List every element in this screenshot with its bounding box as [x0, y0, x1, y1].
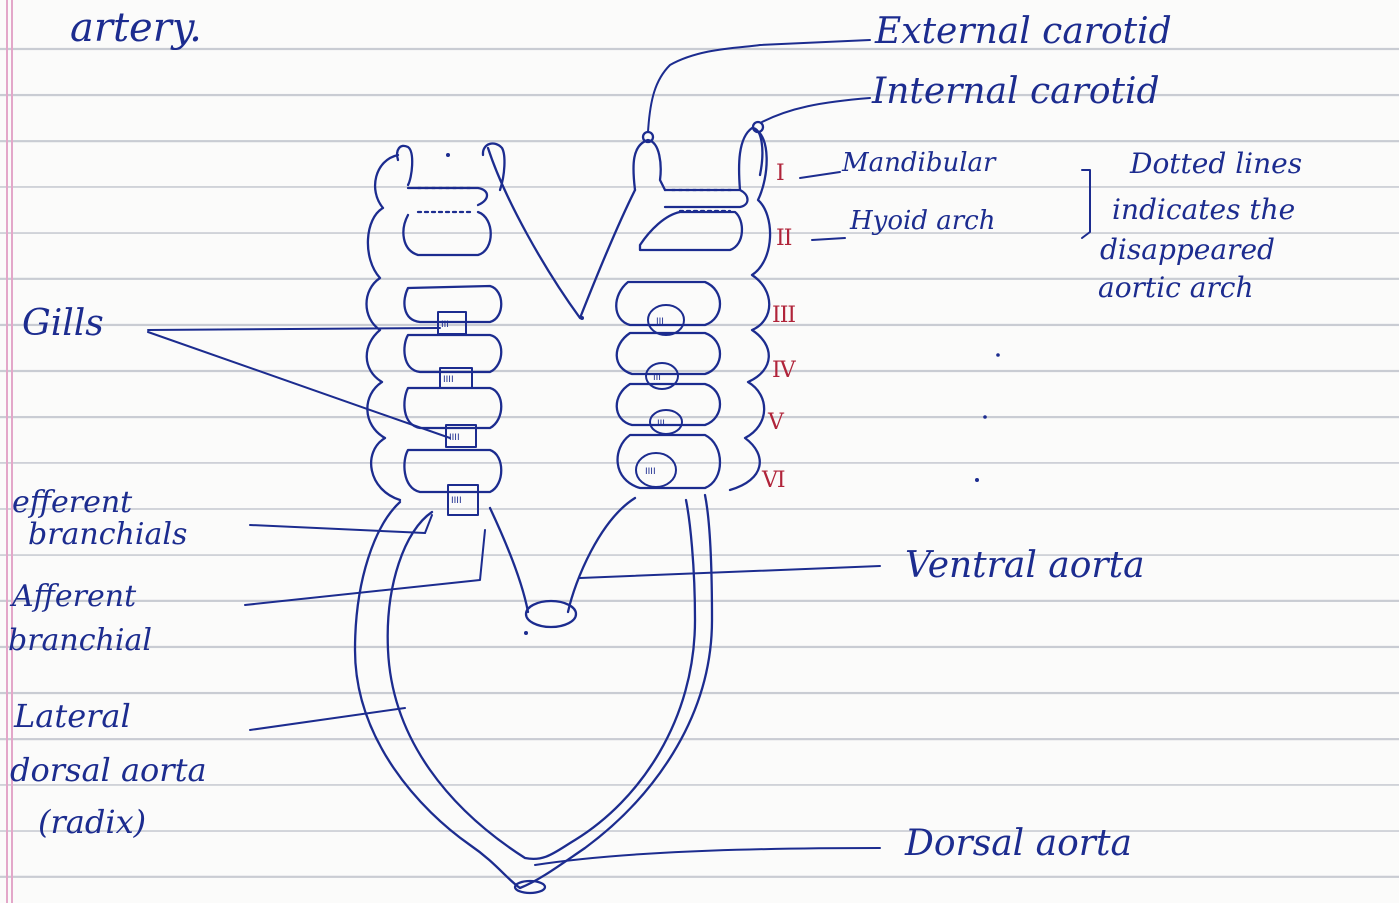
- gill-mark: III: [441, 320, 449, 330]
- ventral-aorta: [488, 496, 637, 614]
- left-arch-4: [403, 333, 503, 374]
- lateral-leader: [249, 707, 406, 731]
- left-arch-1: [406, 186, 489, 207]
- efferent-leader-stub: [424, 514, 433, 534]
- right-gill-marks: III III III IIII: [645, 317, 665, 477]
- gill: [439, 367, 473, 389]
- label-dorsal-aorta: Dorsal aorta: [905, 823, 1132, 864]
- stray-dots: [446, 153, 1000, 635]
- internal-carotid-end: [751, 120, 765, 134]
- gill-mark: III: [657, 419, 665, 429]
- ventral-aorta-bulb: [524, 599, 578, 629]
- dorsal-aorta-inner: [386, 498, 697, 861]
- leader-lines: [147, 39, 1091, 866]
- gill-mark: IIII: [645, 467, 656, 477]
- label-lateral-line-1: Lateral: [14, 697, 131, 735]
- margin-line: [6, 0, 8, 903]
- right-arch-4: [615, 331, 721, 376]
- right-carotid-stub-2: [737, 126, 764, 192]
- left-gill-marks: III IIII IIII IIII: [441, 320, 462, 506]
- right-arch-3: [615, 280, 721, 327]
- gill: [635, 452, 677, 488]
- internal-carotid-leader: [761, 97, 871, 123]
- left-carotid-stub-1: [396, 144, 414, 187]
- left-arch-6: [403, 448, 503, 494]
- dorsal-aorta-outer: [353, 493, 714, 890]
- left-gills: [437, 311, 479, 516]
- label-hyoid-arch: Hyoid arch: [850, 206, 996, 236]
- label-external-carotid: External carotid: [875, 11, 1172, 52]
- left-arch-3: [403, 284, 503, 324]
- gill-mark: IIII: [449, 433, 460, 443]
- gill: [437, 311, 467, 335]
- label-dotted-note-line-1: Dotted lines: [1130, 147, 1303, 180]
- right-arch-2: [638, 210, 744, 252]
- ink-dot: [975, 478, 979, 482]
- label-efferent-line-2: branchials: [28, 517, 188, 552]
- label-gills: Gills: [22, 303, 104, 344]
- right-arch-6: [616, 433, 721, 490]
- arch-numeral-5: V: [768, 410, 784, 435]
- gill-mark: III: [653, 373, 661, 383]
- right-arch-5: [615, 382, 721, 427]
- label-ventral-aorta: Ventral aorta: [905, 545, 1145, 586]
- arch-numeral-4: IV: [772, 358, 796, 383]
- gill-mark: III: [656, 317, 664, 327]
- margin-line: [11, 0, 13, 903]
- left-arch-5: [403, 386, 503, 430]
- left-carotid-stub-2: [481, 142, 506, 192]
- label-mandibular: Mandibular: [842, 148, 996, 178]
- arch-numeral-2: II: [776, 226, 792, 251]
- arch-numeral-6: VI: [762, 468, 786, 493]
- gill: [649, 409, 683, 435]
- gill: [647, 304, 685, 336]
- label-dotted-note-line-2: indicates the: [1112, 193, 1296, 226]
- gill-mark: IIII: [443, 375, 454, 385]
- right-carotid-stub-1: [632, 138, 667, 192]
- right-arch-1: [663, 188, 749, 209]
- label-afferent-line-1: Afferent: [12, 579, 137, 614]
- ink-dot: [524, 631, 528, 635]
- gill: [447, 484, 479, 516]
- gills-leader-1: [147, 327, 441, 331]
- gills-leader-2: [147, 331, 451, 439]
- right-outer-wall: [728, 128, 772, 492]
- label-afferent-line-2: branchial: [8, 623, 152, 658]
- external-carotid-leader: [647, 39, 871, 133]
- header-text: artery.: [70, 5, 202, 51]
- label-dotted-note-line-4: aortic arch: [1098, 271, 1254, 304]
- ink-dot: [580, 316, 584, 320]
- label-internal-carotid: Internal carotid: [872, 71, 1160, 112]
- gill: [645, 362, 679, 390]
- ink-dot: [446, 153, 450, 157]
- left-outer-wall: [365, 153, 402, 502]
- arch-numeral-1: I: [776, 161, 785, 186]
- mandibular-leader: [799, 171, 841, 179]
- ink-dot: [996, 353, 1000, 357]
- left-arch-2: [402, 210, 492, 257]
- afferent-leader: [244, 529, 486, 606]
- efferent-leader: [249, 524, 426, 534]
- gill-mark: IIII: [451, 496, 462, 506]
- ink-dot: [983, 415, 987, 419]
- label-efferent-line-1: efferent: [12, 485, 133, 520]
- ventral-aorta-leader: [579, 565, 881, 579]
- hyoid-leader: [811, 237, 846, 241]
- label-lateral-line-3: (radix): [38, 803, 147, 841]
- label-lateral-line-2: dorsal aorta: [10, 751, 207, 789]
- right-gills: [635, 304, 685, 488]
- dotted-note-bracket: [1081, 169, 1091, 239]
- dorsal-aorta-leader: [534, 847, 881, 866]
- truncus-v: [486, 146, 637, 320]
- arch-numeral-3: III: [772, 303, 796, 328]
- dorsal-aorta-end: [513, 879, 547, 895]
- label-dotted-note-line-3: disappeared: [1100, 233, 1275, 266]
